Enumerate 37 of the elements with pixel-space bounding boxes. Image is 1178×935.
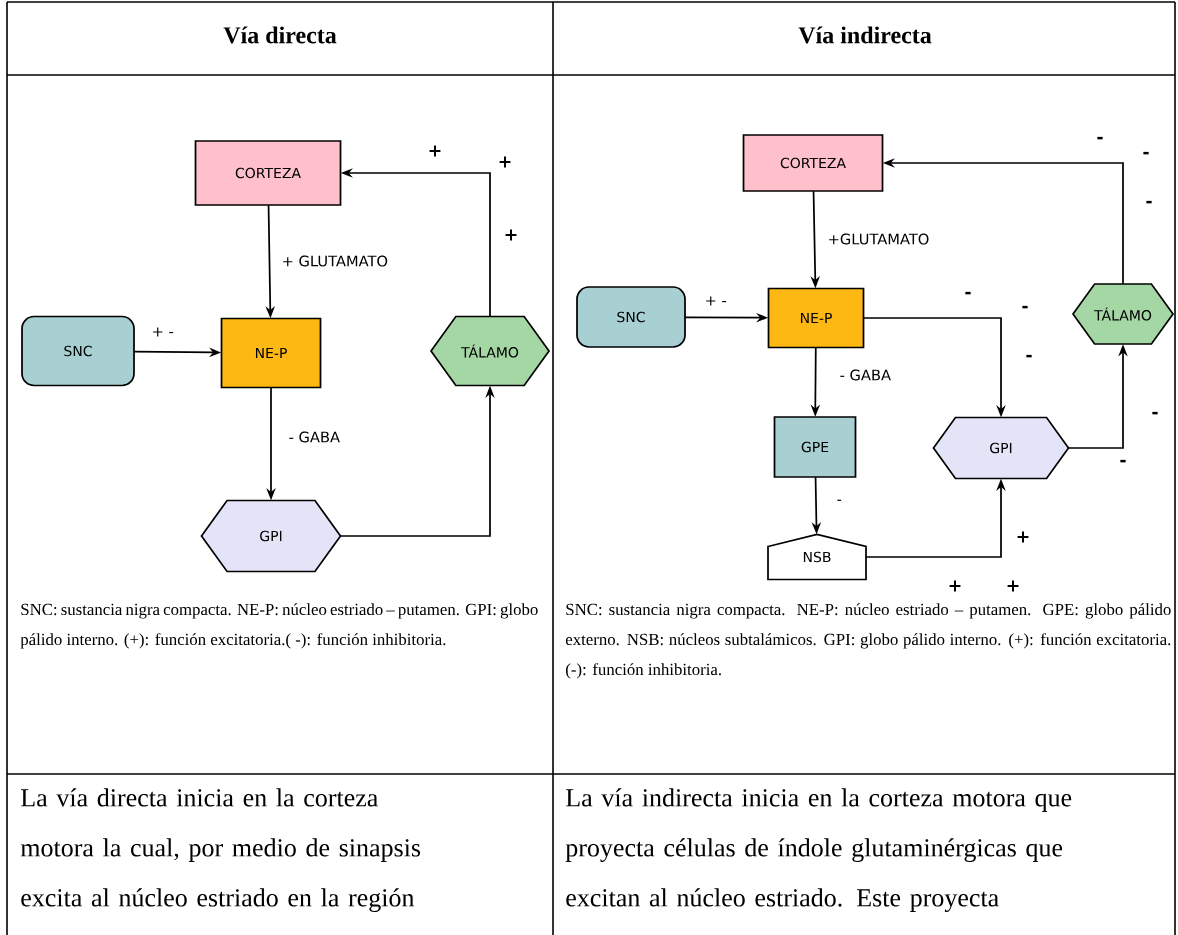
sign-label: - <box>1146 200 1152 204</box>
paragraph: La vía indirecta inicia en la corteza motora que proyecta células de índole glutaminérgicas que excitan al núcleo estriado. Este proyecta <box>565 788 1072 912</box>
process-box: GPE <box>773 416 857 478</box>
edge-label: +GLUTAMATO <box>826 232 931 246</box>
sign-label: + <box>429 145 441 157</box>
sign-label: + <box>505 229 517 241</box>
process-box: NE-P <box>767 287 865 349</box>
rounded-box: SNC <box>576 286 686 348</box>
sign-label: - <box>1143 151 1149 155</box>
rounded-box: SNC <box>21 315 135 387</box>
sign-label: + <box>949 580 961 592</box>
hexagon-node: GPI <box>932 416 1070 480</box>
sign-label: + <box>1017 531 1029 543</box>
edge-label: - <box>835 498 844 506</box>
pentagon-node: NSB <box>767 533 867 581</box>
paragraph: La vía directa inicia en la corteza motora la cual, por medio de sinapsis excita al núcleo estriado en la región <box>20 788 421 912</box>
column-header: Vía indirecta <box>798 26 932 44</box>
process-box: NE-P <box>220 317 322 389</box>
caption-text: SNC: sustancia nigra compacta. NE-P: núcleo estriado – putamen. GPI: globo pálido interno. (+): función excitatoria.( -): función inhibitoria. <box>20 603 538 649</box>
sign-label: - <box>1152 411 1158 415</box>
edge-label: + GLUTAMATO <box>280 254 390 268</box>
sign-label: + <box>499 156 511 168</box>
edge-label: - GABA <box>838 368 893 382</box>
sign-label: - <box>1022 305 1028 309</box>
hexagon-node: GPI <box>200 499 342 573</box>
edge-label: + - <box>150 326 176 338</box>
edge-label: - GABA <box>287 430 342 444</box>
sign-label: - <box>1120 459 1126 463</box>
caption-text: SNC: sustancia nigra compacta. NE-P: núcleo estriado – putamen. GPE: globo pálido externo. NSB: núcleos subtalámicos. GPI: globo pálido interno. (+): función excitatoria. (-): función inhibitoria. <box>565 603 1171 679</box>
edge-label: + - <box>703 295 729 307</box>
process-box: CORTEZA <box>194 140 342 206</box>
sign-label: - <box>965 291 971 295</box>
sign-label: - <box>1026 354 1032 358</box>
process-box: CORTEZA <box>742 134 884 192</box>
sign-label: - <box>1097 136 1103 140</box>
sign-label: + <box>1007 580 1019 592</box>
column-header: Vía directa <box>223 26 337 44</box>
